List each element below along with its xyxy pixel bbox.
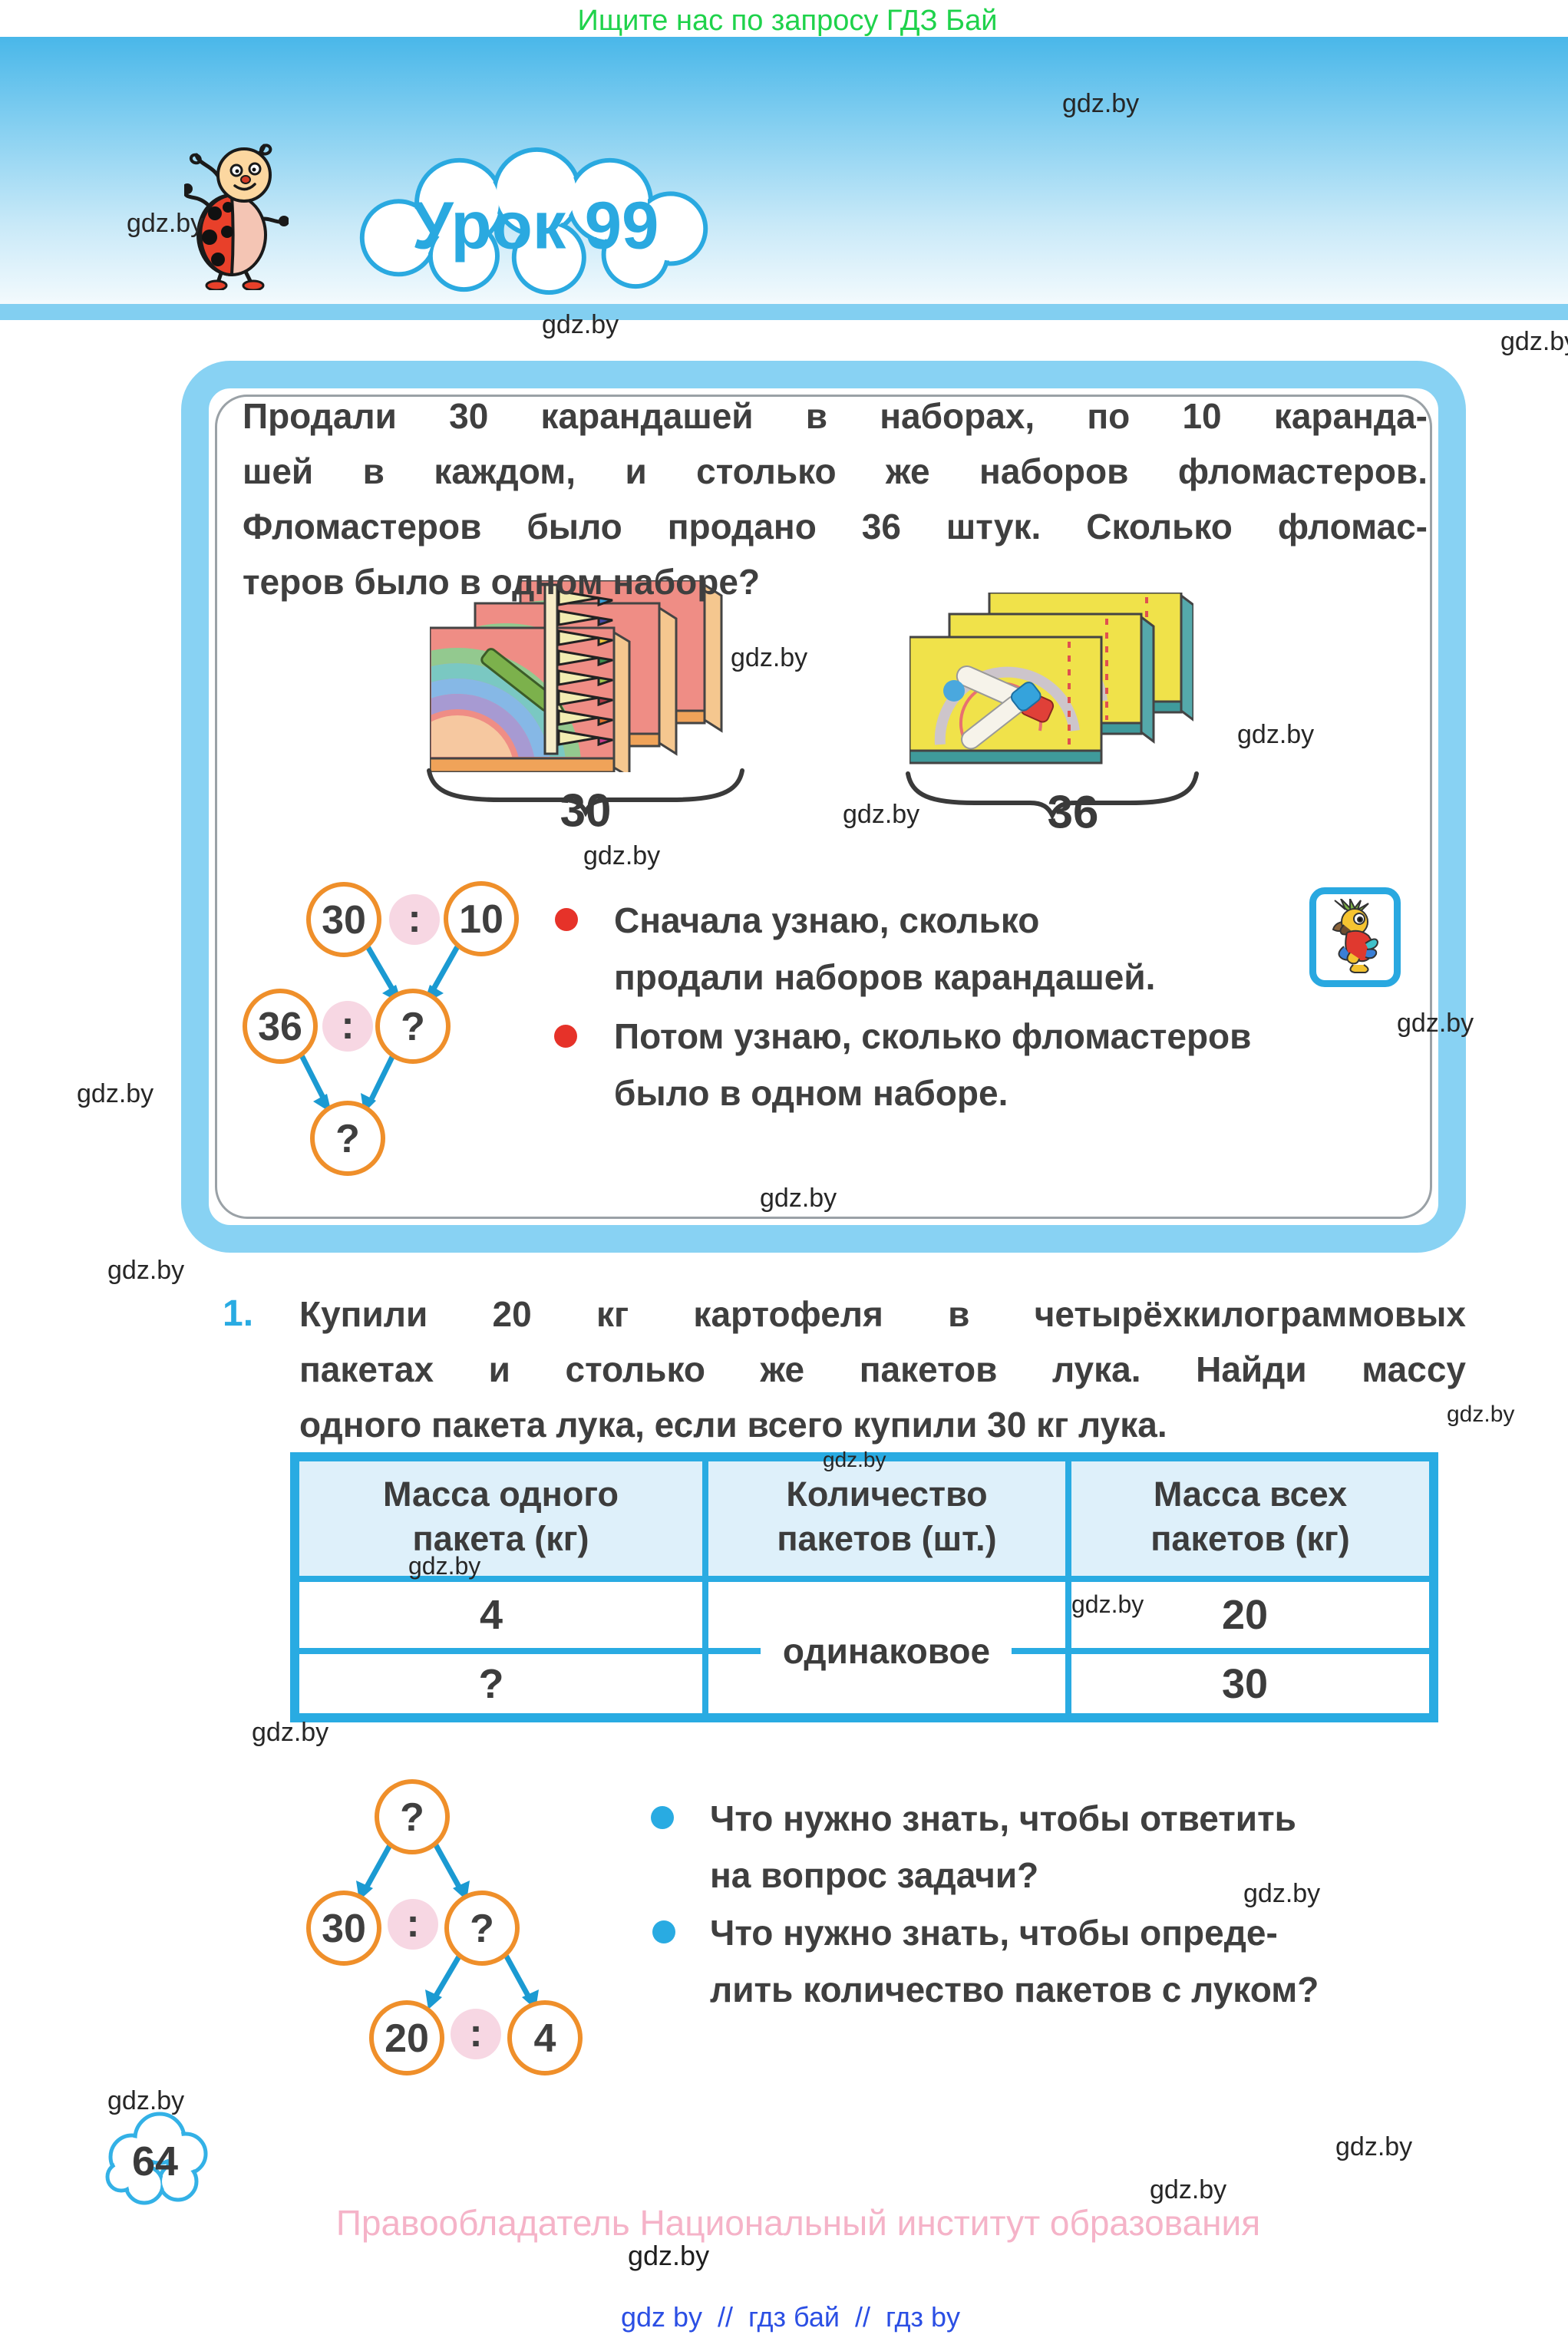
task-number: 1. — [223, 1293, 254, 1334]
table-border — [1065, 1461, 1071, 1713]
watermark-gdz: gdz.by — [107, 2086, 185, 2115]
problem-line: шей в каждом, и столько же наборов флома… — [243, 451, 1428, 491]
blue-bullet-icon — [652, 1920, 675, 1943]
colon-operator: : — [341, 1003, 354, 1048]
pencil-sets-illustration — [430, 580, 723, 772]
question-1: Что нужно знать, чтобы ответить на вопро… — [710, 1790, 1477, 1904]
problem-statement: Продали 30 карандашей в наборах, по 10 к… — [243, 388, 1428, 609]
colon-operator: : — [406, 1901, 419, 1946]
watermark-gdz: gdz.by — [843, 800, 920, 829]
watermark-gdz: gdz.by — [1243, 1879, 1321, 1908]
solution-tree-diagram-2: ? 30 : ? 20 : 4 — [306, 1779, 583, 2075]
brace-under-markers — [906, 771, 1199, 820]
watermark-gdz: gdz.by — [823, 1448, 886, 1471]
step-line: Сначала узнаю, сколько — [614, 900, 1040, 940]
diagram1-node: 36 — [258, 1005, 302, 1049]
step-line: продали наборов карандашей. — [614, 957, 1156, 997]
pencils-total-label: 30 — [560, 784, 612, 837]
solution-step-1: Сначала узнаю, сколько продали наборов к… — [614, 892, 1343, 1006]
table-header-row — [299, 1461, 1429, 1576]
problem-line: Продали 30 карандашей в наборах, по 10 к… — [243, 396, 1428, 436]
solution-tree-diagram-1: 30 : 10 36 : ? ? — [243, 881, 519, 1176]
problem-box — [181, 361, 1466, 1253]
watermark-gdz: gdz.by — [77, 1079, 154, 1108]
task1-line: пакетах и столько же пакетов лука. Найди… — [299, 1349, 1466, 1389]
diagram2-node: 30 — [322, 1907, 366, 1951]
question-line: Что нужно знать, чтобы ответить — [710, 1798, 1296, 1838]
table-cell: 4 — [479, 1592, 503, 1638]
table-border — [702, 1461, 708, 1713]
search-banner-text: Ищите нас по запросу ГДЗ Бай — [577, 5, 998, 37]
page-number-cloud: 64 — [105, 2112, 208, 2205]
problem-line: Фломастеров было продано 36 штук. Скольк… — [243, 507, 1428, 547]
diagram1-node: 10 — [459, 897, 503, 942]
ladybug-mascot-icon — [184, 144, 289, 290]
diagram2-node: 20 — [385, 2016, 429, 2061]
watermark-gdz: gdz.by — [1397, 1009, 1474, 1038]
table-cell: 20 — [1221, 1592, 1269, 1638]
header-bottom-stripe — [0, 304, 1568, 320]
brace-under-pencils — [427, 768, 744, 817]
watermark-gdz: gdz.by — [731, 643, 808, 672]
lesson-title: Урок 99 — [412, 189, 659, 263]
watermark-gdz: gdz.by — [1335, 2132, 1413, 2161]
solution-step-2: Потом узнаю, сколько фломастеров было в … — [614, 1008, 1343, 1121]
copyright-line: Правообладатель Национальный институт об… — [335, 2203, 1261, 2243]
step-line: было в одном наборе. — [614, 1073, 1008, 1113]
lesson-title-cloud: Урок 99 — [359, 147, 708, 296]
watermark-gdz: gdz.by — [628, 2240, 710, 2271]
problem-line: теров было в одном наборе? — [243, 562, 761, 602]
diagram2-node: 4 — [534, 2016, 556, 2061]
colon-operator: : — [469, 2011, 482, 2056]
diagram1-result-node: ? — [335, 1117, 360, 1161]
task1-line: одного пакета лука, если всего купили 30… — [299, 1405, 1167, 1445]
table-border — [1071, 1648, 1429, 1654]
watermark-gdz: gdz.by — [1062, 89, 1140, 118]
watermark-gdz: gdz.by — [408, 1552, 481, 1580]
diagram2-node: ? — [400, 1795, 424, 1840]
table-cell: 30 — [1221, 1661, 1269, 1707]
markers-total-label: 36 — [1047, 786, 1099, 838]
table-border — [299, 1648, 702, 1654]
table-merged-cell: одинаковое — [782, 1631, 991, 1671]
red-bullet-icon — [555, 908, 578, 931]
table-border — [708, 1648, 761, 1654]
step-line: Потом узнаю, сколько фломастеров — [614, 1016, 1252, 1056]
parrot-mascot-box — [1309, 887, 1401, 987]
task1-statement: Купили 20 кг картофеля в четырёхкилограм… — [299, 1286, 1466, 1452]
table-cell: ? — [478, 1661, 504, 1707]
table-border — [1012, 1648, 1065, 1654]
watermark-gdz: gdz.by — [252, 1718, 329, 1747]
blue-bullet-icon — [651, 1806, 674, 1829]
page-number: 64 — [132, 2138, 178, 2184]
marker-sets-illustration — [909, 593, 1193, 764]
footer-links: gdz by // гдз бай // гдз by — [620, 2301, 961, 2333]
watermark-gdz: gdz.by — [542, 310, 619, 339]
watermark-gdz: gdz.by — [760, 1184, 837, 1213]
question-line: Что нужно знать, чтобы опреде- — [710, 1913, 1278, 1953]
watermark-gdz: gdz.by — [1150, 2175, 1227, 2204]
watermark-gdz: gdz.by — [1447, 1402, 1515, 1427]
question-2: Что нужно знать, чтобы опреде- лить коли… — [710, 1904, 1477, 2018]
question-line: лить количество пакетов с луком? — [710, 1970, 1319, 2009]
task1-line: Купили 20 кг картофеля в четырёхкилограм… — [299, 1294, 1466, 1334]
colon-operator: : — [408, 897, 421, 941]
watermark-gdz: gdz.by — [1237, 720, 1315, 749]
question-line: на вопрос задачи? — [710, 1855, 1039, 1895]
table-border — [299, 1576, 1429, 1582]
watermark-gdz: gdz.by — [127, 209, 204, 238]
diagram2-node: ? — [470, 1907, 494, 1951]
watermark-gdz: gdz.by — [107, 1256, 185, 1285]
diagram1-node: 30 — [322, 898, 366, 943]
red-bullet-icon — [554, 1025, 577, 1048]
diagram1-node: ? — [401, 1005, 425, 1049]
watermark-gdz: gdz.by — [583, 841, 661, 870]
parrot-mascot-icon — [1332, 899, 1379, 973]
watermark-gdz: gdz.by — [1500, 327, 1568, 356]
watermark-gdz: gdz.by — [1071, 1590, 1144, 1618]
